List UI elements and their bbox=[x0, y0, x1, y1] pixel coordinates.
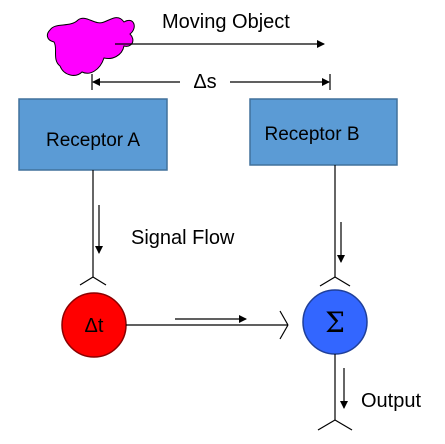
moving-object-blob bbox=[46, 17, 135, 76]
distance-label: Δs bbox=[193, 71, 216, 93]
sum-node-label: Σ bbox=[325, 306, 345, 339]
output-label: Output bbox=[361, 390, 421, 412]
sum-synapse-left-bottom bbox=[279, 324, 289, 340]
receptor-b-label: Receptor B bbox=[264, 124, 359, 145]
receptor-a-label: Receptor A bbox=[46, 130, 140, 151]
receptor-b-box bbox=[249, 98, 398, 166]
sum-synapse-top-right bbox=[334, 276, 351, 287]
delay-node-label: Δt bbox=[85, 315, 104, 337]
signal-flow-label: Signal Flow bbox=[131, 227, 235, 249]
sum-synapse-top-left bbox=[319, 276, 336, 287]
moving-object-label: Moving Object bbox=[162, 11, 290, 33]
sum-synapse-left-top bbox=[279, 310, 289, 326]
receptor-a-box bbox=[18, 98, 168, 171]
delay-synapse-left bbox=[79, 276, 94, 286]
delay-synapse-right bbox=[92, 276, 107, 286]
output-fork-left bbox=[317, 419, 336, 431]
output-fork-right bbox=[334, 419, 353, 431]
